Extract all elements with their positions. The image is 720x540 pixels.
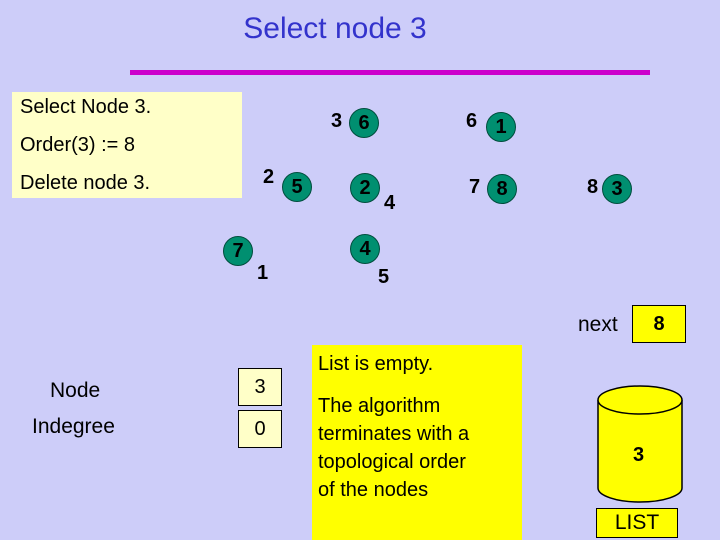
table-cell-node: 3: [238, 368, 282, 406]
list-content: 3: [633, 444, 645, 466]
graph-node: 8: [487, 174, 517, 204]
message-line-1: List is empty.: [318, 353, 434, 375]
node-extra: 5: [378, 266, 390, 288]
node-label: 2: [263, 166, 275, 188]
list-label: LIST: [596, 508, 678, 538]
message-line-2: The algorithm: [318, 395, 441, 417]
graph-node: 4: [350, 234, 380, 264]
next-label: next: [578, 313, 618, 336]
table-row-label-node: Node: [50, 379, 101, 402]
node-extra: 1: [257, 262, 269, 284]
page-title: Select node 3: [243, 12, 427, 45]
info-line-2: Order(3) := 8: [20, 134, 136, 156]
next-value-box: 8: [632, 305, 686, 343]
node-extra: 4: [384, 192, 396, 214]
node-label: 7: [469, 176, 481, 198]
node-label: 3: [331, 110, 343, 132]
graph-node: 1: [486, 112, 516, 142]
info-line-1: Select Node 3.: [20, 96, 152, 118]
table-row-label-indegree: Indegree: [32, 415, 115, 438]
node-label: 8: [587, 176, 599, 198]
node-label: 6: [466, 110, 478, 132]
info-line-3: Delete node 3.: [20, 172, 151, 194]
graph-node: 5: [282, 172, 312, 202]
table-cell-indegree: 0: [238, 410, 282, 448]
graph-node: 3: [602, 174, 632, 204]
graph-node: 6: [349, 108, 379, 138]
graph-node: 2: [350, 173, 380, 203]
message-line-3: terminates with a: [318, 423, 470, 445]
message-line-4: topological order: [318, 451, 466, 473]
list-cylinder: [597, 385, 683, 503]
message-line-5: of the nodes: [318, 479, 429, 501]
title-underline: [130, 70, 650, 75]
graph-node: 7: [223, 236, 253, 266]
info-box: Select Node 3. Order(3) := 8 Delete node…: [12, 92, 242, 198]
message-box: List is empty. The algorithm terminates …: [312, 345, 522, 540]
